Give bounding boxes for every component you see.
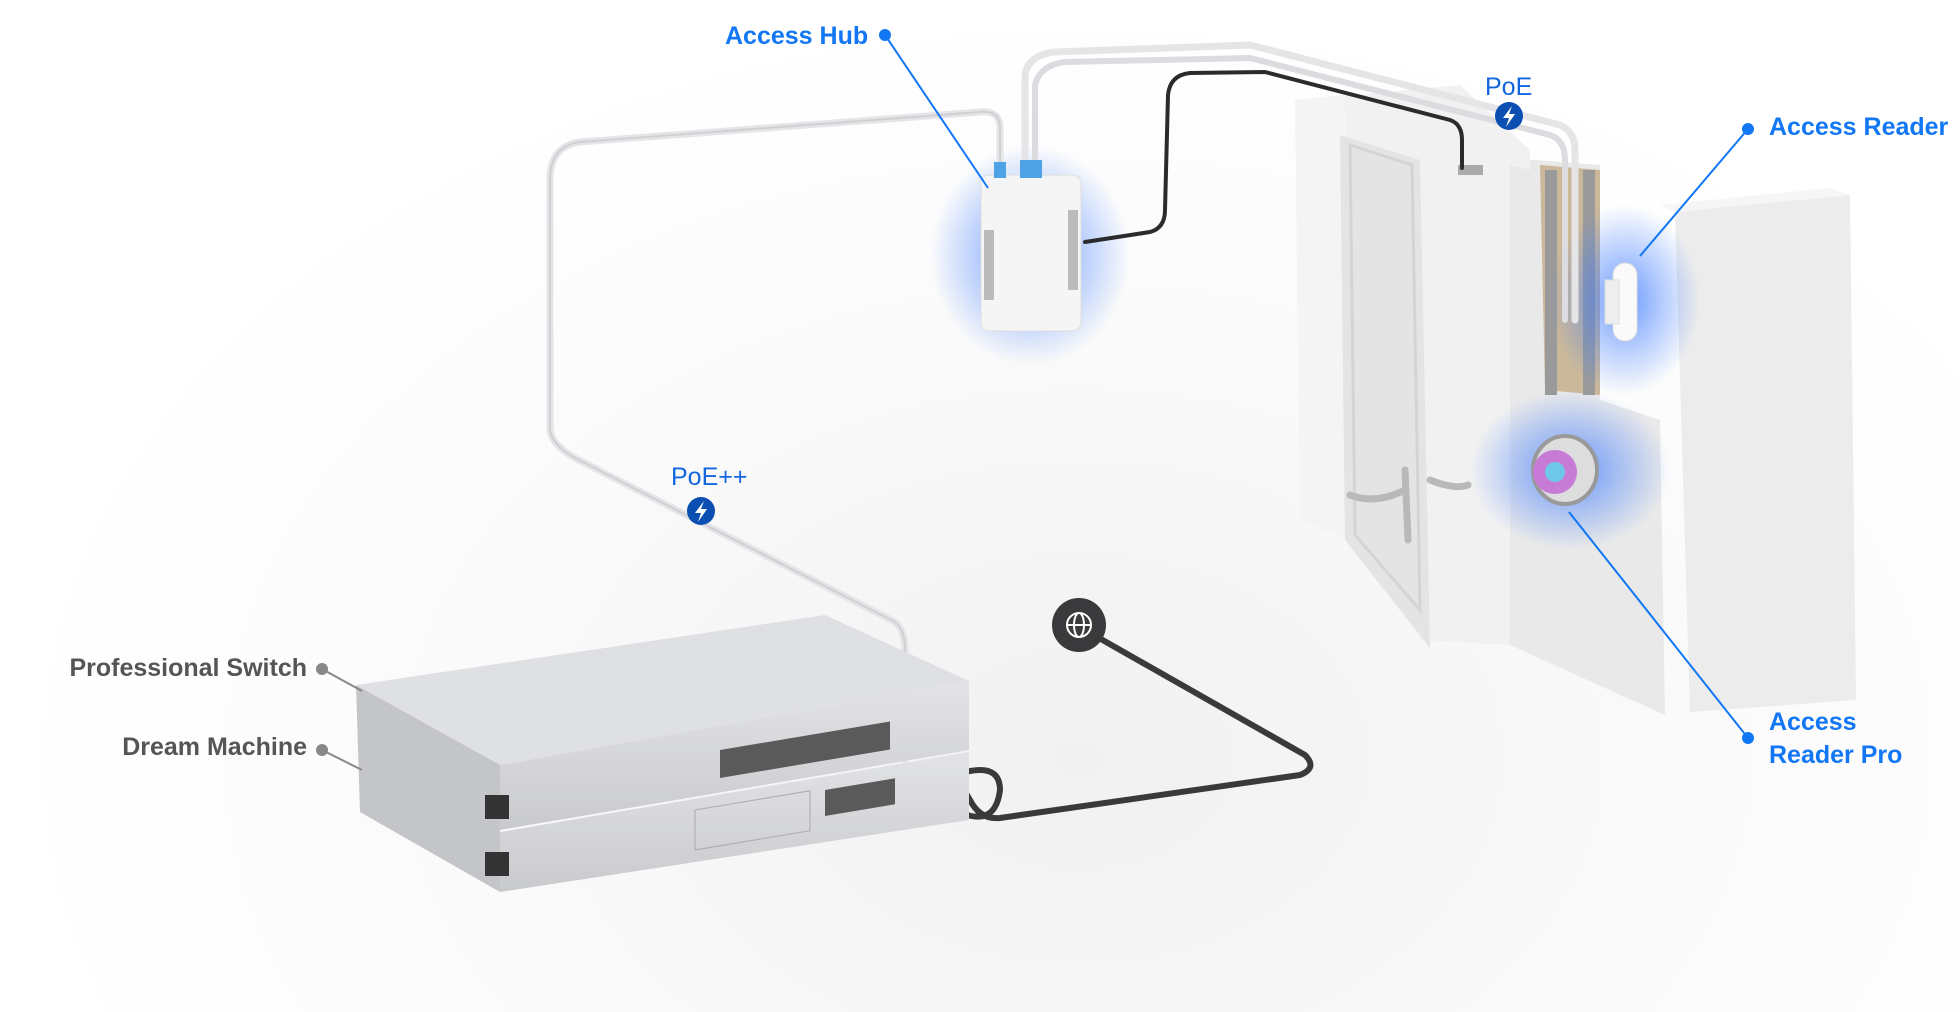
- poe-cable: [1021, 41, 1579, 324]
- internet-cable: [952, 627, 1314, 822]
- rack-devices: [356, 615, 969, 892]
- dream-machine-label: Dream Machine: [122, 733, 307, 761]
- access-reader-label: Access Reader: [1769, 113, 1949, 141]
- poe-label: PoE: [1485, 73, 1533, 101]
- professional-switch-label: Professional Switch: [69, 654, 307, 682]
- lightning-bolt-icon: [1495, 102, 1523, 130]
- globe-icon: [1052, 598, 1106, 652]
- access-reader-pro-label-line1: Access: [1769, 708, 1857, 736]
- access-reader-pro-label-line2: Reader Pro: [1769, 740, 1903, 769]
- poe-plus-plus-label: PoE++: [671, 463, 748, 491]
- access-reader-device: [1604, 262, 1638, 342]
- cables: [546, 41, 1579, 822]
- lightning-bolt-icon: [687, 497, 715, 525]
- access-hub-label: Access Hub: [725, 22, 869, 50]
- access-reader-pro-label: Access Reader Pro: [1769, 706, 1902, 771]
- access-reader-pro-device: [1531, 434, 1599, 506]
- leader-lines: [316, 29, 1754, 771]
- access-hub-device: [980, 160, 1082, 332]
- door-lock: [1458, 165, 1483, 175]
- lock-cable: [1083, 70, 1464, 244]
- door: [1295, 85, 1530, 648]
